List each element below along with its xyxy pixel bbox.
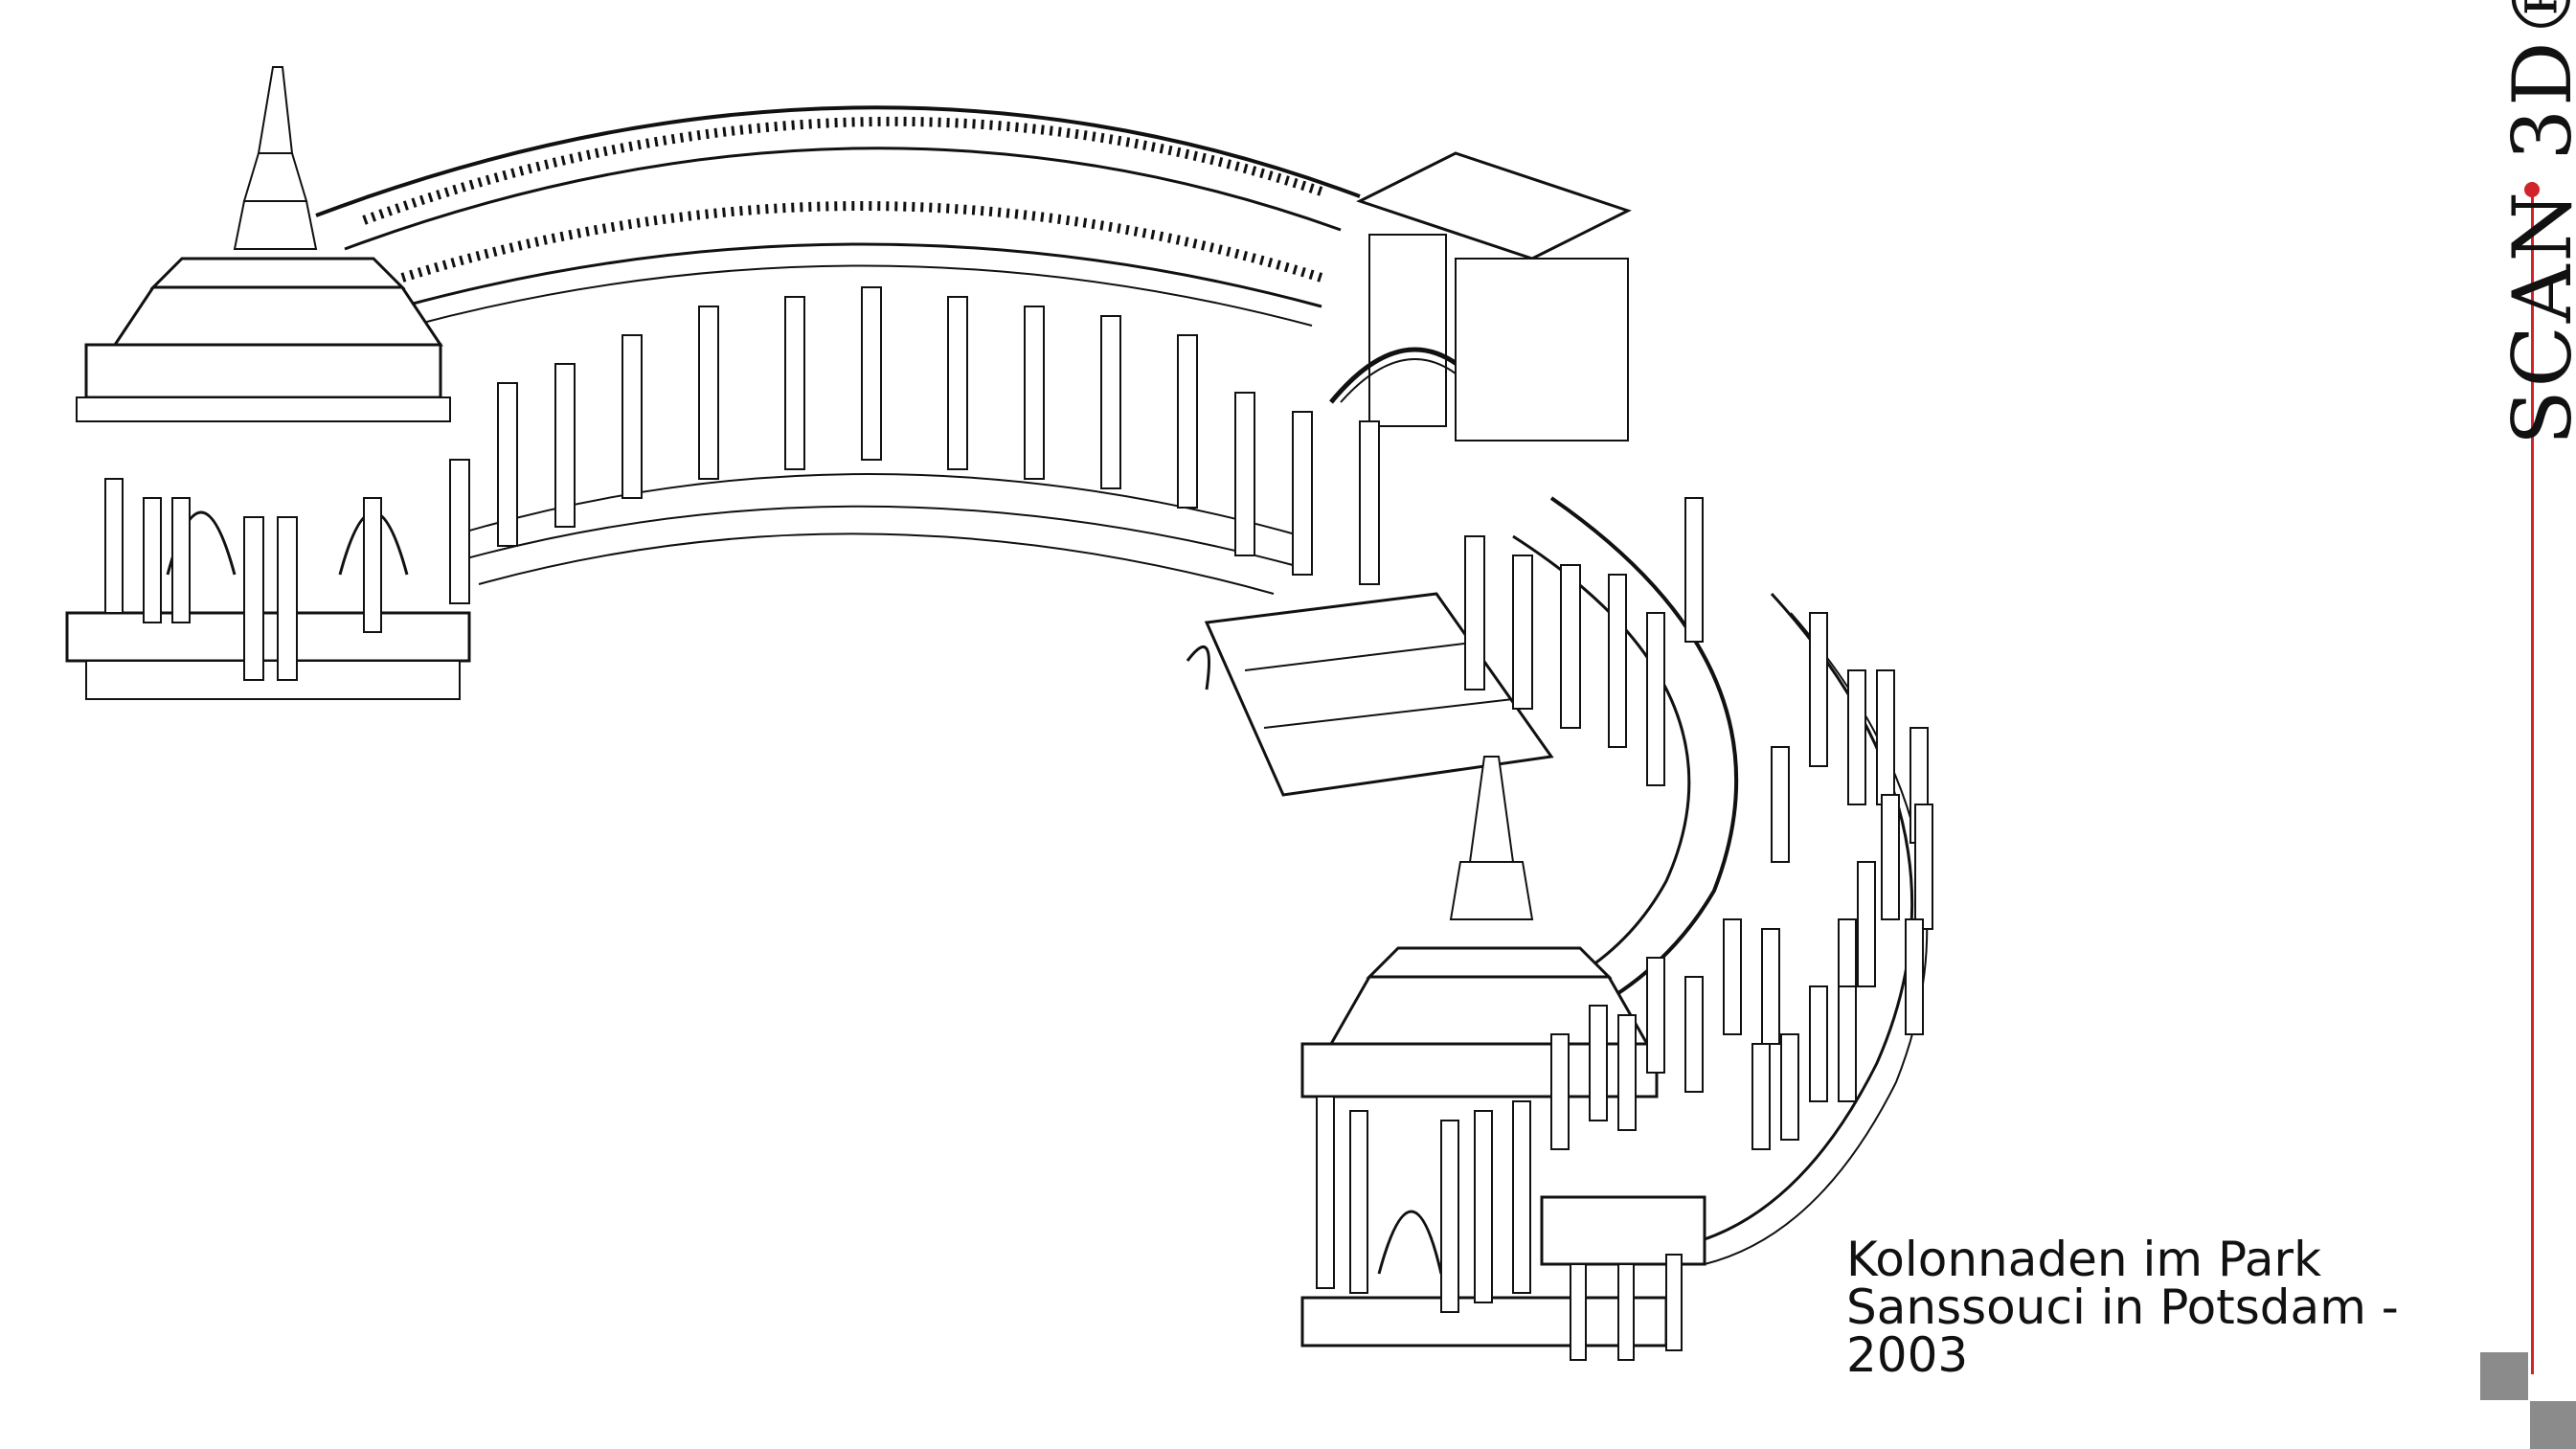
lower-arc-1 (401, 242, 1322, 308)
brand-red-dot (2524, 182, 2540, 197)
brand-square-lower (2530, 1401, 2576, 1449)
brand-red-line (2531, 182, 2534, 1374)
center-pavilion (1329, 151, 1632, 441)
base-arc-2 (459, 505, 1294, 566)
columns-lower-pavilion (1316, 1096, 1683, 1361)
colonnade-line-drawing (65, 66, 1933, 1361)
columns-upper (104, 286, 1581, 729)
lower-pavilion (1300, 756, 1706, 1347)
upper-arc-outer (315, 105, 1361, 217)
caption-line-3: 2003 (1846, 1327, 1969, 1383)
caption-line-1: Kolonnaden im Park (1846, 1232, 2322, 1287)
upper-arc-inner (344, 147, 1342, 251)
balustrade-inner (400, 201, 1323, 283)
brand-logo: SCAN 3D® (2496, 0, 2576, 445)
drawing-caption: Kolonnaden im Park Sanssouci in Potsdam … (1846, 1235, 2459, 1379)
caption-line-2: Sanssouci in Potsdam - (1846, 1279, 2399, 1335)
columns-lower (1550, 497, 1933, 1150)
left-pavilion (65, 66, 471, 700)
base-arc-1 (449, 473, 1303, 537)
brand-square-upper (2480, 1352, 2528, 1400)
lower-arc-2 (411, 264, 1313, 327)
base-arc-3 (478, 532, 1275, 595)
balustrade-top (362, 116, 1323, 225)
